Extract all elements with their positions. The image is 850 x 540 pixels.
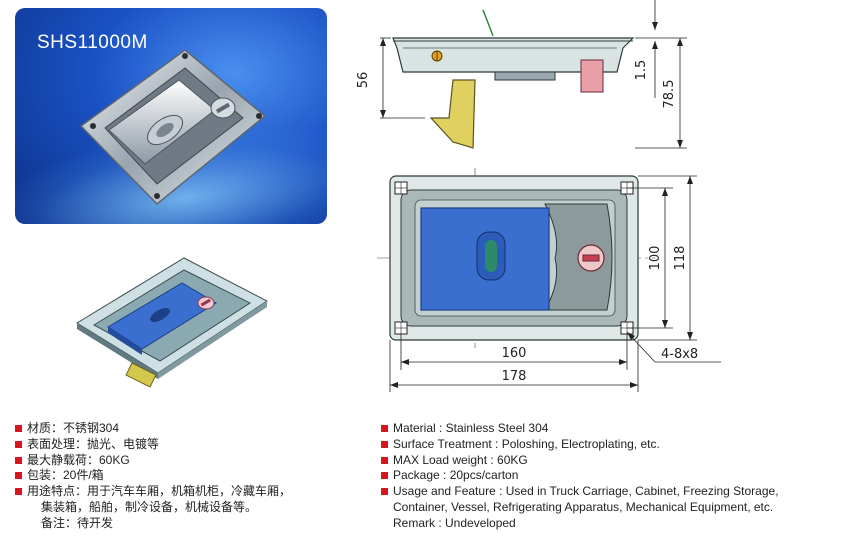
dim-160: 160 [502,346,527,361]
dim-78-5: 78.5 [662,80,677,109]
bullet-square-icon [381,488,388,496]
specs-chinese: 材质：不锈钢304 表面处理：抛光、电镀等 最大静载荷：60KG 包装：20件/… [15,421,360,532]
latch-3d-render [76,257,268,388]
spec-en-continuation: Container, Vessel, Refrigerating Apparat… [393,499,774,514]
render-catch [125,362,157,388]
spec-en-item: Usage and Feature : Used in Truck Carria… [381,484,841,500]
latch-photo-illustration [79,49,267,206]
top-view [377,168,655,348]
bullet-square-icon [15,425,22,432]
spec-cn-item: 表面处理：抛光、电镀等 [15,437,360,453]
specs-english: Material : Stainless Steel 304 Surface T… [381,421,841,532]
technical-drawing: 56 1.5 78.5 [356,0,721,392]
spec-cn-item: 材质：不锈钢304 [15,421,360,437]
bullet-square-icon [381,425,388,432]
bullet-square-icon [381,440,388,448]
bullet-square-icon [15,456,22,464]
spec-cn-item: 用途特点：用于汽车车厢，机箱机柜，冷藏车厢， [15,484,360,500]
bullet-square-icon [381,456,388,464]
spec-en-item: MAX Load weight : 60KG [381,453,841,469]
bullet-square-icon [15,440,22,448]
bullet-square-icon [15,488,22,496]
dim-100: 100 [648,246,663,271]
spec-cn-item: 包装：20件/箱 [15,468,360,484]
spec-cn-remark: 备注：待开发 [41,515,114,530]
top-dimensions: 100 118 160 178 4-8x8 [389,175,721,392]
product-model-title: SHS11000M [37,32,148,53]
dim-56: 56 [356,72,371,89]
dim-holes: 4-8x8 [661,347,698,362]
spec-en-item: Material : Stainless Steel 304 [381,421,841,437]
spec-en-item: Surface Treatment : Poloshing, Electropl… [381,437,841,453]
bullet-square-icon [381,472,388,480]
dim-118: 118 [673,246,688,271]
product-photo: SHS11000M [15,8,327,224]
dim-178: 178 [502,369,527,384]
side-catch [429,79,476,149]
dim-1-5: 1.5 [634,60,649,81]
side-dimensions: 56 1.5 78.5 [356,0,687,149]
spec-cn-continuation: 集装箱，船舶，制冷设备，机械设备等。 [41,499,258,514]
spec-en-item: Package : 20pcs/carton [381,468,841,484]
side-view [392,9,635,149]
render-handle-slot [150,308,170,322]
spec-cn-item: 最大静载荷：60KG [15,453,360,469]
bullet-square-icon [15,472,22,480]
spec-en-remark: Remark : Undeveloped [393,515,516,530]
